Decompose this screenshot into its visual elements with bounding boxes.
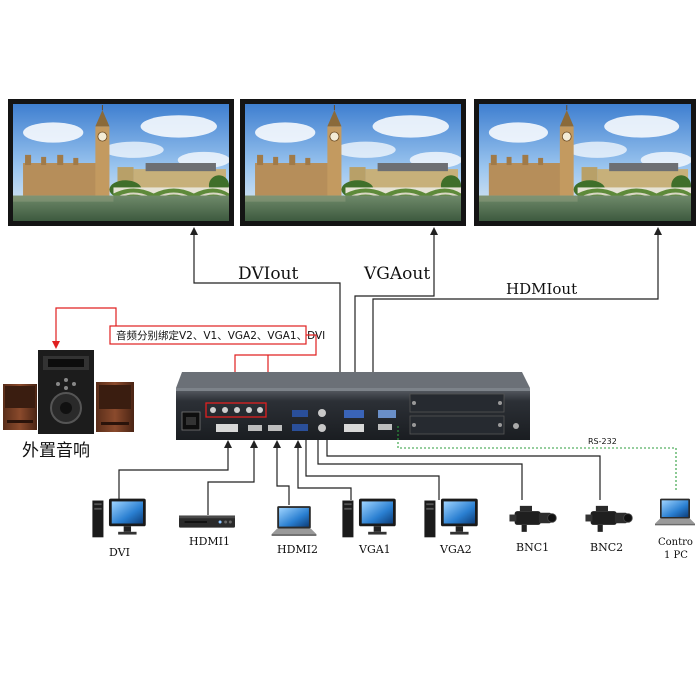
audio-ports: [205, 402, 267, 418]
speaker-label: 外置音响: [22, 441, 90, 461]
input-device-dvi: [92, 498, 146, 538]
output-label-dvi: DVIout: [238, 264, 299, 284]
control-pc: [655, 498, 695, 526]
rs232-line: [397, 426, 677, 492]
control-pc-label-line2: 1 PC: [664, 550, 688, 561]
audio-callout: 音频分别绑定V2、V1、VGA2、VGA1、DVI: [52, 307, 325, 406]
input-label-hdmi1: HDMI1: [189, 535, 230, 548]
input-device-hdmi1: [179, 515, 235, 528]
output-label-vga: VGAout: [363, 264, 430, 284]
input-label-hdmi2: HDMI2: [277, 543, 318, 556]
input-device-vga2: [424, 498, 478, 538]
input-device-bnc2: [585, 505, 633, 533]
input-label-vga1: VGA1: [358, 543, 391, 556]
rs232-label: RS-232: [588, 437, 617, 446]
control-pc-label-line1: Contro: [658, 537, 693, 548]
output-arrowheads: [190, 227, 662, 235]
bnc2-in-line: [326, 440, 601, 500]
hdmi2-in-line: [276, 446, 290, 505]
output-label-hdmi: HDMIout: [506, 280, 577, 298]
input-device-vga1: [342, 498, 396, 538]
vga2-in-line: [305, 440, 440, 500]
input-device-bnc1: [509, 505, 557, 533]
input-label-dvi: DVI: [109, 546, 130, 559]
input-device-hdmi2: [271, 506, 317, 536]
vga-out-line: [354, 233, 435, 402]
video-processor: [176, 372, 530, 440]
dvi-out-line: [193, 233, 341, 402]
input-label-bnc1: BNC1: [516, 541, 549, 554]
input-label-bnc2: BNC2: [590, 541, 623, 554]
display-vga-out: [240, 99, 466, 226]
hdmi1-in-line: [207, 446, 255, 515]
input-label-vga2: VGA2: [439, 543, 472, 556]
vga1-in-line: [297, 446, 352, 500]
hdmi-out-line: [372, 233, 659, 402]
display-hdmi-out: [474, 99, 696, 226]
external-speakers: [3, 350, 134, 434]
display-dvi-out: [8, 99, 234, 226]
input-arrowheads: [224, 440, 302, 448]
bnc1-in-line: [317, 440, 523, 500]
dvi-in-line: [118, 446, 229, 500]
audio-callout-text: 音频分别绑定V2、V1、VGA2、VGA1、DVI: [116, 329, 325, 342]
input-connections: [118, 440, 601, 515]
output-connections: [193, 233, 659, 402]
